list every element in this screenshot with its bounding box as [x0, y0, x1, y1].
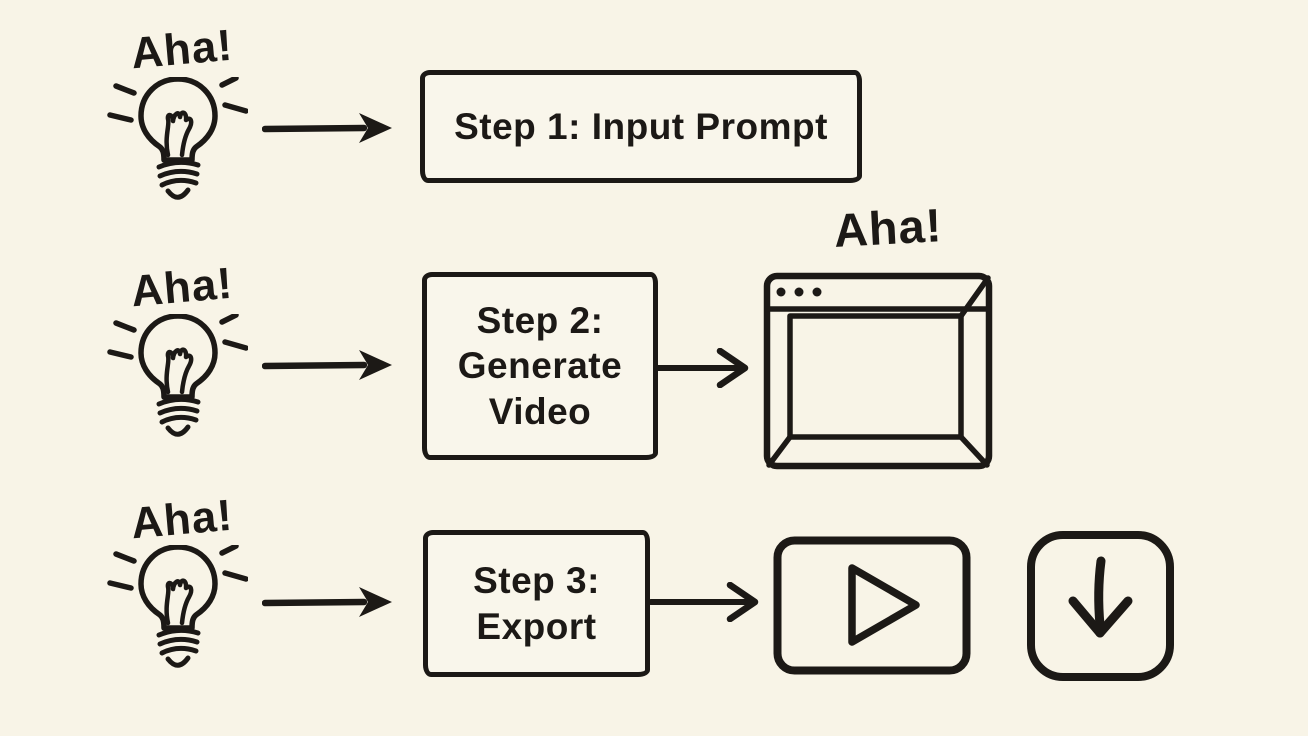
- aha-label-row2: Aha!: [129, 258, 235, 317]
- step1-label: Step 1: Input Prompt: [454, 105, 828, 147]
- step2-label-line1: Step 2:: [476, 300, 604, 342]
- arrow-right-icon: [262, 347, 394, 383]
- step1-box: Step 1: Input Prompt: [420, 70, 862, 183]
- arrow-right-icon: [262, 584, 394, 620]
- step3-box: Step 3: Export: [423, 530, 650, 677]
- step3-label-line2: Export: [476, 605, 597, 647]
- download-icon: [1027, 531, 1174, 681]
- lightbulb-icon: [106, 545, 248, 677]
- aha-label-row3: Aha!: [129, 490, 235, 549]
- play-button-icon: [773, 536, 971, 675]
- step2-box: Step 2: Generate Video: [422, 272, 658, 460]
- aha-label-output: Aha!: [832, 198, 944, 257]
- step2-label-line3: Video: [488, 390, 592, 432]
- lightbulb-icon: [106, 77, 248, 209]
- browser-window-icon: [763, 272, 993, 470]
- step3-label-line1: Step 3:: [473, 560, 600, 602]
- arrow-right-icon: [657, 348, 749, 388]
- arrow-right-icon: [650, 582, 759, 622]
- step2-label-line2: Generate: [457, 345, 623, 387]
- lightbulb-icon: [106, 314, 248, 446]
- aha-label-row1: Aha!: [129, 20, 235, 79]
- arrow-right-icon: [262, 110, 394, 146]
